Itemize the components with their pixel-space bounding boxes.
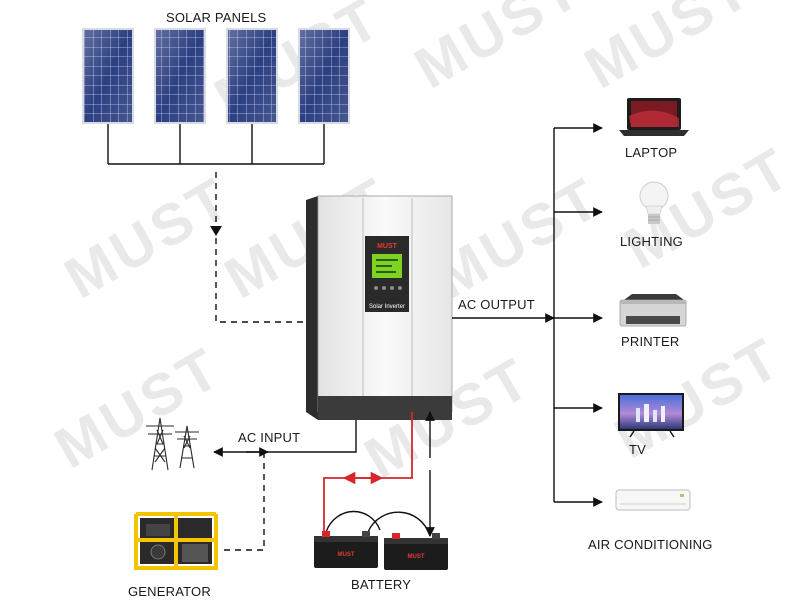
air-conditioning-label: AIR CONDITIONING [588, 537, 713, 552]
solar-panel [154, 28, 206, 124]
printer-icon [619, 294, 687, 327]
inverter-brand: MUST [377, 243, 398, 250]
watermark-text: MUST [404, 0, 593, 101]
battery-label: BATTERY [351, 577, 412, 592]
laptop-label: LAPTOP [625, 145, 678, 160]
solar-panel-array [82, 28, 350, 124]
battery-negative-wiring [325, 411, 435, 537]
solar-to-inverter-line [215, 172, 306, 323]
tv-label: TV [629, 442, 647, 457]
battery-positive-wiring [323, 412, 413, 532]
battery-brand: MUST [408, 554, 425, 560]
solar-down-arrow [210, 226, 222, 236]
inverter-name: Solar Inverter [369, 304, 405, 310]
ac-output-wiring [452, 123, 603, 507]
generator-label: GENERATOR [128, 584, 211, 599]
battery-icon: MUST [314, 531, 378, 568]
watermark-text: MUST [54, 165, 243, 311]
battery-brand: MUST [338, 552, 355, 558]
solar-panel [82, 28, 134, 124]
lighting-label: LIGHTING [620, 234, 683, 249]
air-conditioner-icon [615, 489, 691, 511]
tv-icon [618, 393, 684, 438]
generator-to-input-line [224, 452, 265, 551]
printer-label: PRINTER [621, 334, 680, 349]
battery-icon: MUST [384, 533, 448, 570]
panel-wiring [107, 124, 325, 165]
laptop-icon [619, 98, 689, 136]
solar-inverter: MUST Solar Inverter [306, 195, 453, 420]
light-bulb-icon [639, 181, 669, 224]
solar-panel [226, 28, 278, 124]
ac-output-label: AC OUTPUT [458, 297, 535, 312]
solar-panel [298, 28, 350, 124]
solar-panels-label: SOLAR PANELS [166, 10, 267, 25]
generator-icon [134, 512, 218, 570]
watermark-text: MUST [44, 335, 233, 481]
watermark-text: MUST [574, 0, 763, 101]
ac-input-label: AC INPUT [238, 430, 301, 445]
transmission-tower-icon [146, 417, 199, 471]
